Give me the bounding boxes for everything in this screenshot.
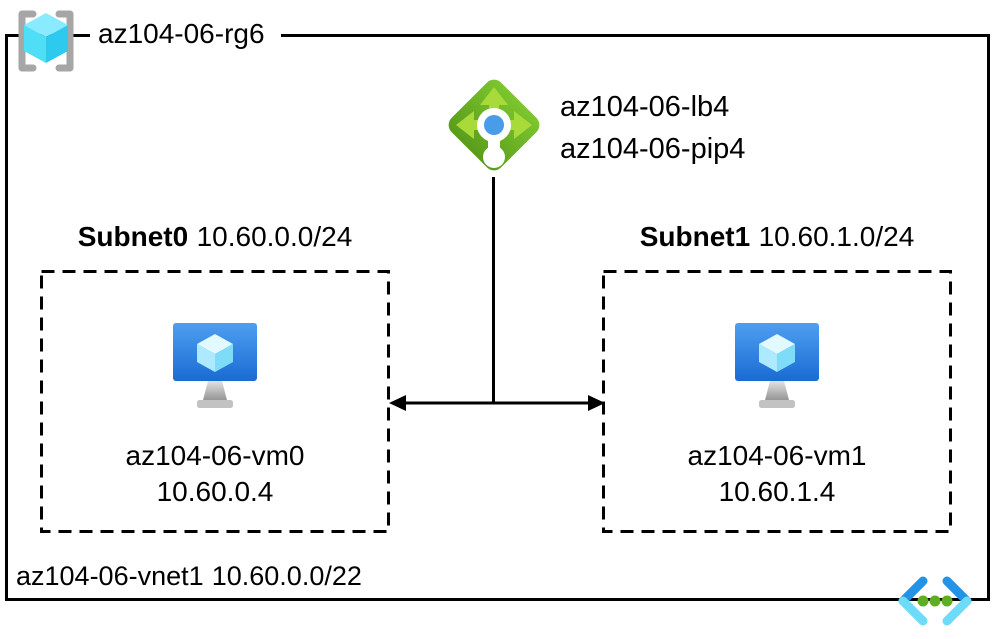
vm1-ip: 10.60.1.4	[718, 476, 836, 507]
vm0-name: az104-06-vm0	[125, 440, 305, 471]
vnet-name: az104-06-vnet1	[16, 561, 204, 591]
vm1-labels: az104-06-vm1 10.60.1.4	[602, 438, 952, 510]
vnet-cidr: 10.60.0.0/22	[211, 561, 362, 591]
vm1-name: az104-06-vm1	[687, 440, 867, 471]
subnet1-box	[602, 270, 952, 533]
subnet0-name: Subnet0	[77, 221, 189, 252]
resource-group-icon	[18, 10, 74, 72]
load-balancer-name: az104-06-lb4	[560, 91, 730, 123]
resource-group-label: az104-06-rg6	[90, 15, 281, 53]
vm0-ip: 10.60.0.4	[156, 476, 274, 507]
load-balancer-icon	[448, 79, 540, 171]
public-ip-name: az104-06-pip4	[560, 133, 746, 165]
lb-connector-line	[492, 177, 495, 403]
subnet1-name: Subnet1	[639, 221, 751, 252]
virtual-machine-icon	[735, 323, 819, 408]
subnet1-cidr: 10.60.1.0/24	[758, 221, 915, 252]
virtual-network-icon	[898, 576, 972, 626]
subnet0-box	[40, 270, 390, 533]
subnet0-cidr: 10.60.0.0/24	[196, 221, 353, 252]
resource-group-border	[5, 34, 990, 601]
load-balancer-labels: az104-06-lb4 az104-06-pip4	[560, 86, 745, 170]
double-arrow-icon	[389, 395, 605, 411]
virtual-machine-icon	[173, 323, 257, 408]
vm0-labels: az104-06-vm0 10.60.0.4	[40, 438, 390, 510]
